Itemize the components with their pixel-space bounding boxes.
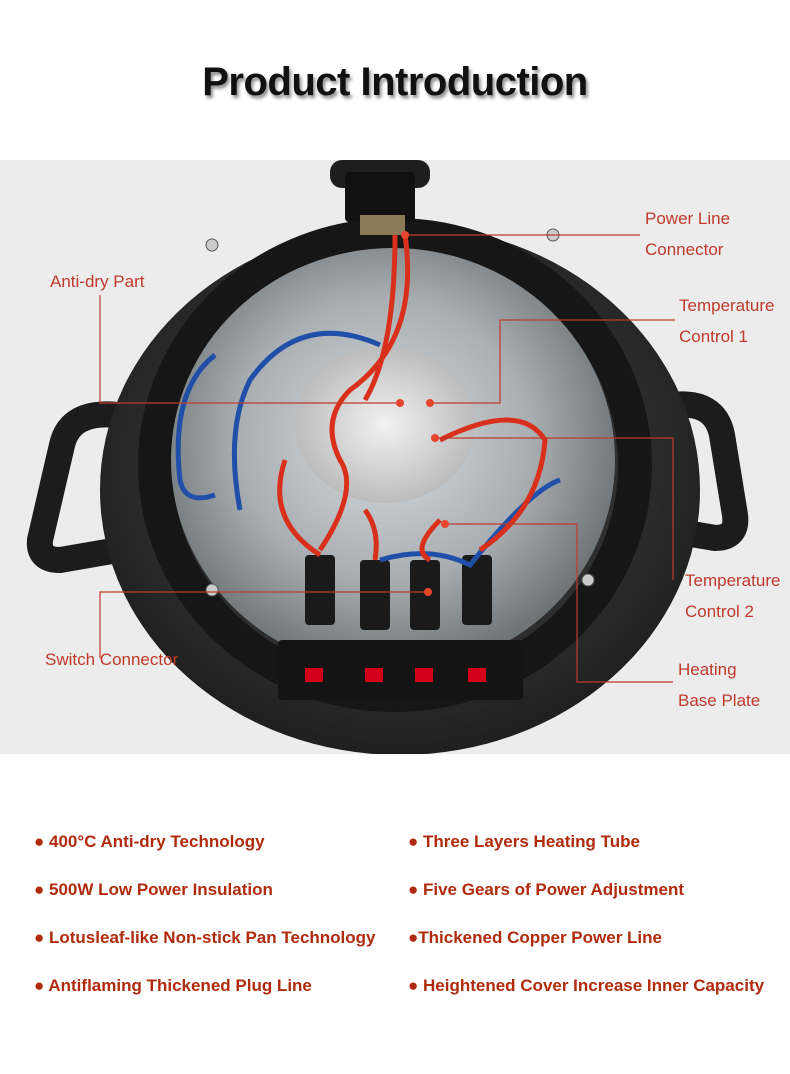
callout-switch-connector: Switch Connector [45, 650, 179, 669]
callout-heating-base-plate: Heating Base Plate [678, 660, 761, 710]
feature-item: ● Heightened Cover Increase Inner Capaci… [408, 976, 765, 995]
callout-temperature-control-2: Temperature Control 2 [685, 571, 781, 621]
callout-anti-dry-part: Anti-dry Part [50, 272, 145, 291]
feature-item: ●Thickened Copper Power Line [408, 928, 662, 947]
right-handle [655, 391, 749, 552]
leader-base-plate [445, 523, 673, 683]
feature-item: ● 400°C Anti-dry Technology [34, 832, 265, 851]
power-connector [345, 172, 415, 222]
leader-switch [99, 591, 428, 658]
pot-underside-illustration [26, 160, 749, 754]
feature-item: ● 500W Low Power Insulation [34, 880, 273, 899]
leader-temp-2 [435, 437, 674, 580]
page-title: Product Introduction [202, 60, 588, 104]
switch-block [278, 640, 523, 700]
feature-item: ● Antiflaming Thickened Plug Line [34, 976, 312, 995]
center-disc [295, 347, 475, 503]
feature-item: ● Three Layers Heating Tube [408, 832, 640, 851]
feature-item: ● Lotusleaf-like Non-stick Pan Technolog… [34, 928, 376, 947]
leader-temp-1 [430, 319, 675, 404]
feature-item: ● Five Gears of Power Adjustment [408, 880, 685, 899]
callout-temperature-control-1: Temperature Control 1 [679, 296, 775, 346]
product-photo: Power Line Connector Anti-dry Part Tempe… [0, 160, 790, 754]
leader-anti-dry [99, 295, 400, 404]
left-handle [26, 401, 131, 574]
callout-power-line-connector: Power Line Connector [645, 209, 731, 259]
